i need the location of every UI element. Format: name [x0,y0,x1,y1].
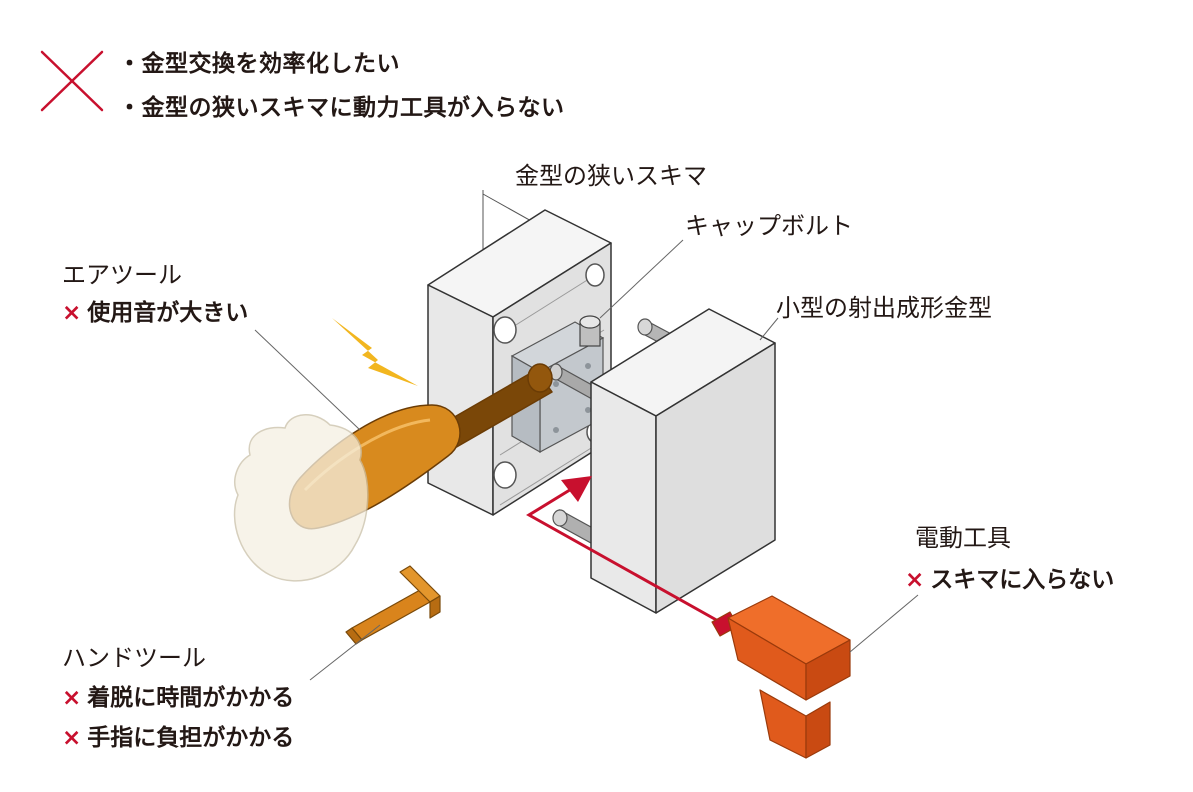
x-mark-icon: × [905,567,924,593]
hex-key-icon [346,566,440,644]
electric-tool-con-1: ×スキマに入らない [905,560,1114,594]
hand-tool-label: ハンドツール [62,638,206,673]
mold-label: 小型の射出成形金型 [776,288,992,323]
mold-front-block [591,309,775,613]
electric-tool-label: 電動工具 [915,518,1011,553]
x-mark-icon: × [62,685,81,711]
header-bullet-2: ・金型の狭いスキマに動力工具が入らない [118,88,565,122]
spark-icon [332,318,418,386]
air-tool-label: エアツール [62,255,182,290]
x-mark-icon: × [62,300,81,326]
gap-label: 金型の狭いスキマ [515,156,707,191]
cap-bolt-label: キャップボルト [685,206,853,241]
hand-tool-con-1: ×着脱に時間がかかる [62,678,294,712]
hand-icon [235,415,368,581]
header-bullet-1: ・金型交換を効率化したい [118,44,400,78]
hand-tool-con-2: ×手指に負担がかかる [62,718,294,752]
cap-bolt [580,316,600,346]
electric-drill [712,596,850,758]
x-mark-icon: × [62,725,81,751]
red-cross-icon [42,52,102,110]
air-tool-con-1: ×使用音が大きい [62,293,248,327]
